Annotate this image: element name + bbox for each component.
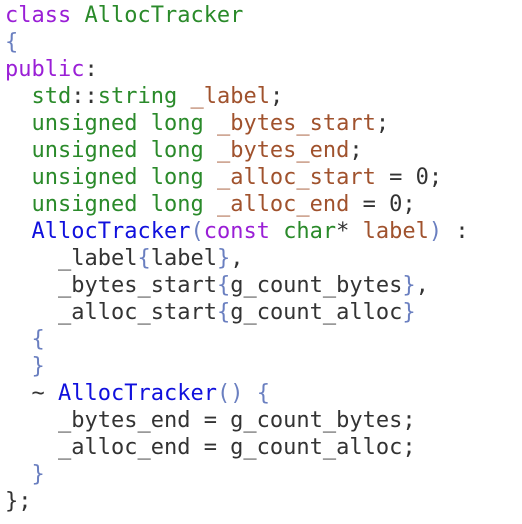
code-token	[137, 111, 150, 136]
code-token: {	[31, 327, 45, 352]
code-line: unsigned long _alloc_start = 0;	[5, 164, 522, 191]
code-line: {	[5, 326, 522, 353]
code-token	[243, 381, 256, 406]
code-token: }	[216, 246, 231, 271]
code-token	[71, 3, 84, 28]
code-token: }	[402, 300, 416, 325]
code-token: _label	[190, 84, 270, 109]
code-token: _alloc_end	[216, 192, 350, 217]
code-token	[137, 192, 150, 217]
code-token	[137, 138, 150, 163]
code-token: *	[336, 219, 363, 244]
code-token: unsigned	[31, 192, 138, 217]
code-token	[177, 84, 190, 109]
code-line: _alloc_end = g_count_alloc;	[5, 434, 522, 461]
code-token: }	[402, 273, 416, 298]
code-line: _bytes_end = g_count_bytes;	[5, 407, 522, 434]
code-token: g_count_bytes	[230, 273, 403, 298]
code-token: long	[150, 165, 204, 190]
code-token	[204, 165, 217, 190]
code-token	[204, 192, 217, 217]
code-token: _alloc_end = g_count_alloc;	[58, 435, 416, 460]
code-line: std::string _label;	[5, 83, 522, 110]
code-token: unsigned	[31, 165, 138, 190]
code-token: _bytes_end = g_count_bytes;	[58, 408, 416, 433]
code-line: {	[5, 29, 522, 56]
code-token: :	[442, 219, 469, 244]
code-token: {	[216, 273, 231, 298]
code-line: unsigned long _bytes_start;	[5, 110, 522, 137]
code-token	[137, 165, 150, 190]
code-token: std	[31, 84, 72, 109]
code-token: class	[5, 3, 72, 28]
code-line: _alloc_start{g_count_alloc}	[5, 299, 522, 326]
code-token: }	[31, 354, 45, 379]
code-token: _alloc_start	[216, 165, 376, 190]
code-token: ;	[349, 138, 363, 163]
code-token: 0	[415, 165, 429, 190]
code-token: label	[362, 219, 429, 244]
code-token: _alloc_start	[58, 300, 217, 325]
code-token: AllocTracker	[31, 219, 191, 244]
code-token: long	[150, 192, 204, 217]
code-token: label	[150, 246, 217, 271]
code-token: {	[216, 300, 231, 325]
code-token: {	[256, 381, 270, 406]
code-token: long	[150, 111, 204, 136]
code-token: _bytes_start	[216, 111, 376, 136]
code-line: };	[5, 488, 522, 515]
code-token: (	[190, 219, 204, 244]
code-token: =	[349, 192, 390, 217]
code-token	[204, 111, 217, 136]
code-token: g_count_alloc	[230, 300, 403, 325]
code-line: _bytes_start{g_count_bytes},	[5, 272, 522, 299]
code-token: ;	[428, 165, 443, 190]
code-token: ,	[415, 273, 429, 298]
code-line: _label{label},	[5, 245, 522, 272]
code-token: AllocTracker	[58, 381, 217, 406]
code-token: AllocTracker	[84, 3, 244, 28]
code-token: ;	[375, 111, 390, 136]
code-token: long	[150, 138, 204, 163]
code-token	[204, 138, 217, 163]
code-token: }	[31, 462, 45, 487]
code-token: _bytes_start	[58, 273, 217, 298]
code-token: =	[375, 165, 416, 190]
code-token: ()	[216, 381, 244, 406]
code-token	[270, 219, 283, 244]
code-token: 0	[389, 192, 403, 217]
code-line: class AllocTracker	[5, 2, 522, 29]
code-line: }	[5, 353, 522, 380]
code-token: _bytes_end	[216, 138, 350, 163]
code-token: :	[84, 57, 98, 82]
code-token: )	[428, 219, 443, 244]
code-token: ::	[71, 84, 98, 109]
code-token: {	[5, 30, 19, 55]
code-line: ~ AllocTracker() {	[5, 380, 522, 407]
code-token: _label	[58, 246, 138, 271]
code-line: AllocTracker(const char* label) :	[5, 218, 522, 245]
code-token: ,	[230, 246, 244, 271]
code-token: string	[97, 84, 178, 109]
code-token: const	[203, 219, 270, 244]
code-token: ;	[269, 84, 284, 109]
code-token: char	[283, 219, 337, 244]
code-token: };	[5, 489, 32, 514]
code-token: unsigned	[31, 111, 138, 136]
code-token: public	[5, 57, 85, 82]
code-token: unsigned	[31, 138, 138, 163]
code-line: }	[5, 461, 522, 488]
code-line: unsigned long _bytes_end;	[5, 137, 522, 164]
code-token: ;	[402, 192, 416, 217]
code-token: ~	[31, 381, 58, 406]
code-line: unsigned long _alloc_end = 0;	[5, 191, 522, 218]
code-line: public:	[5, 56, 522, 83]
code-token: {	[137, 246, 151, 271]
